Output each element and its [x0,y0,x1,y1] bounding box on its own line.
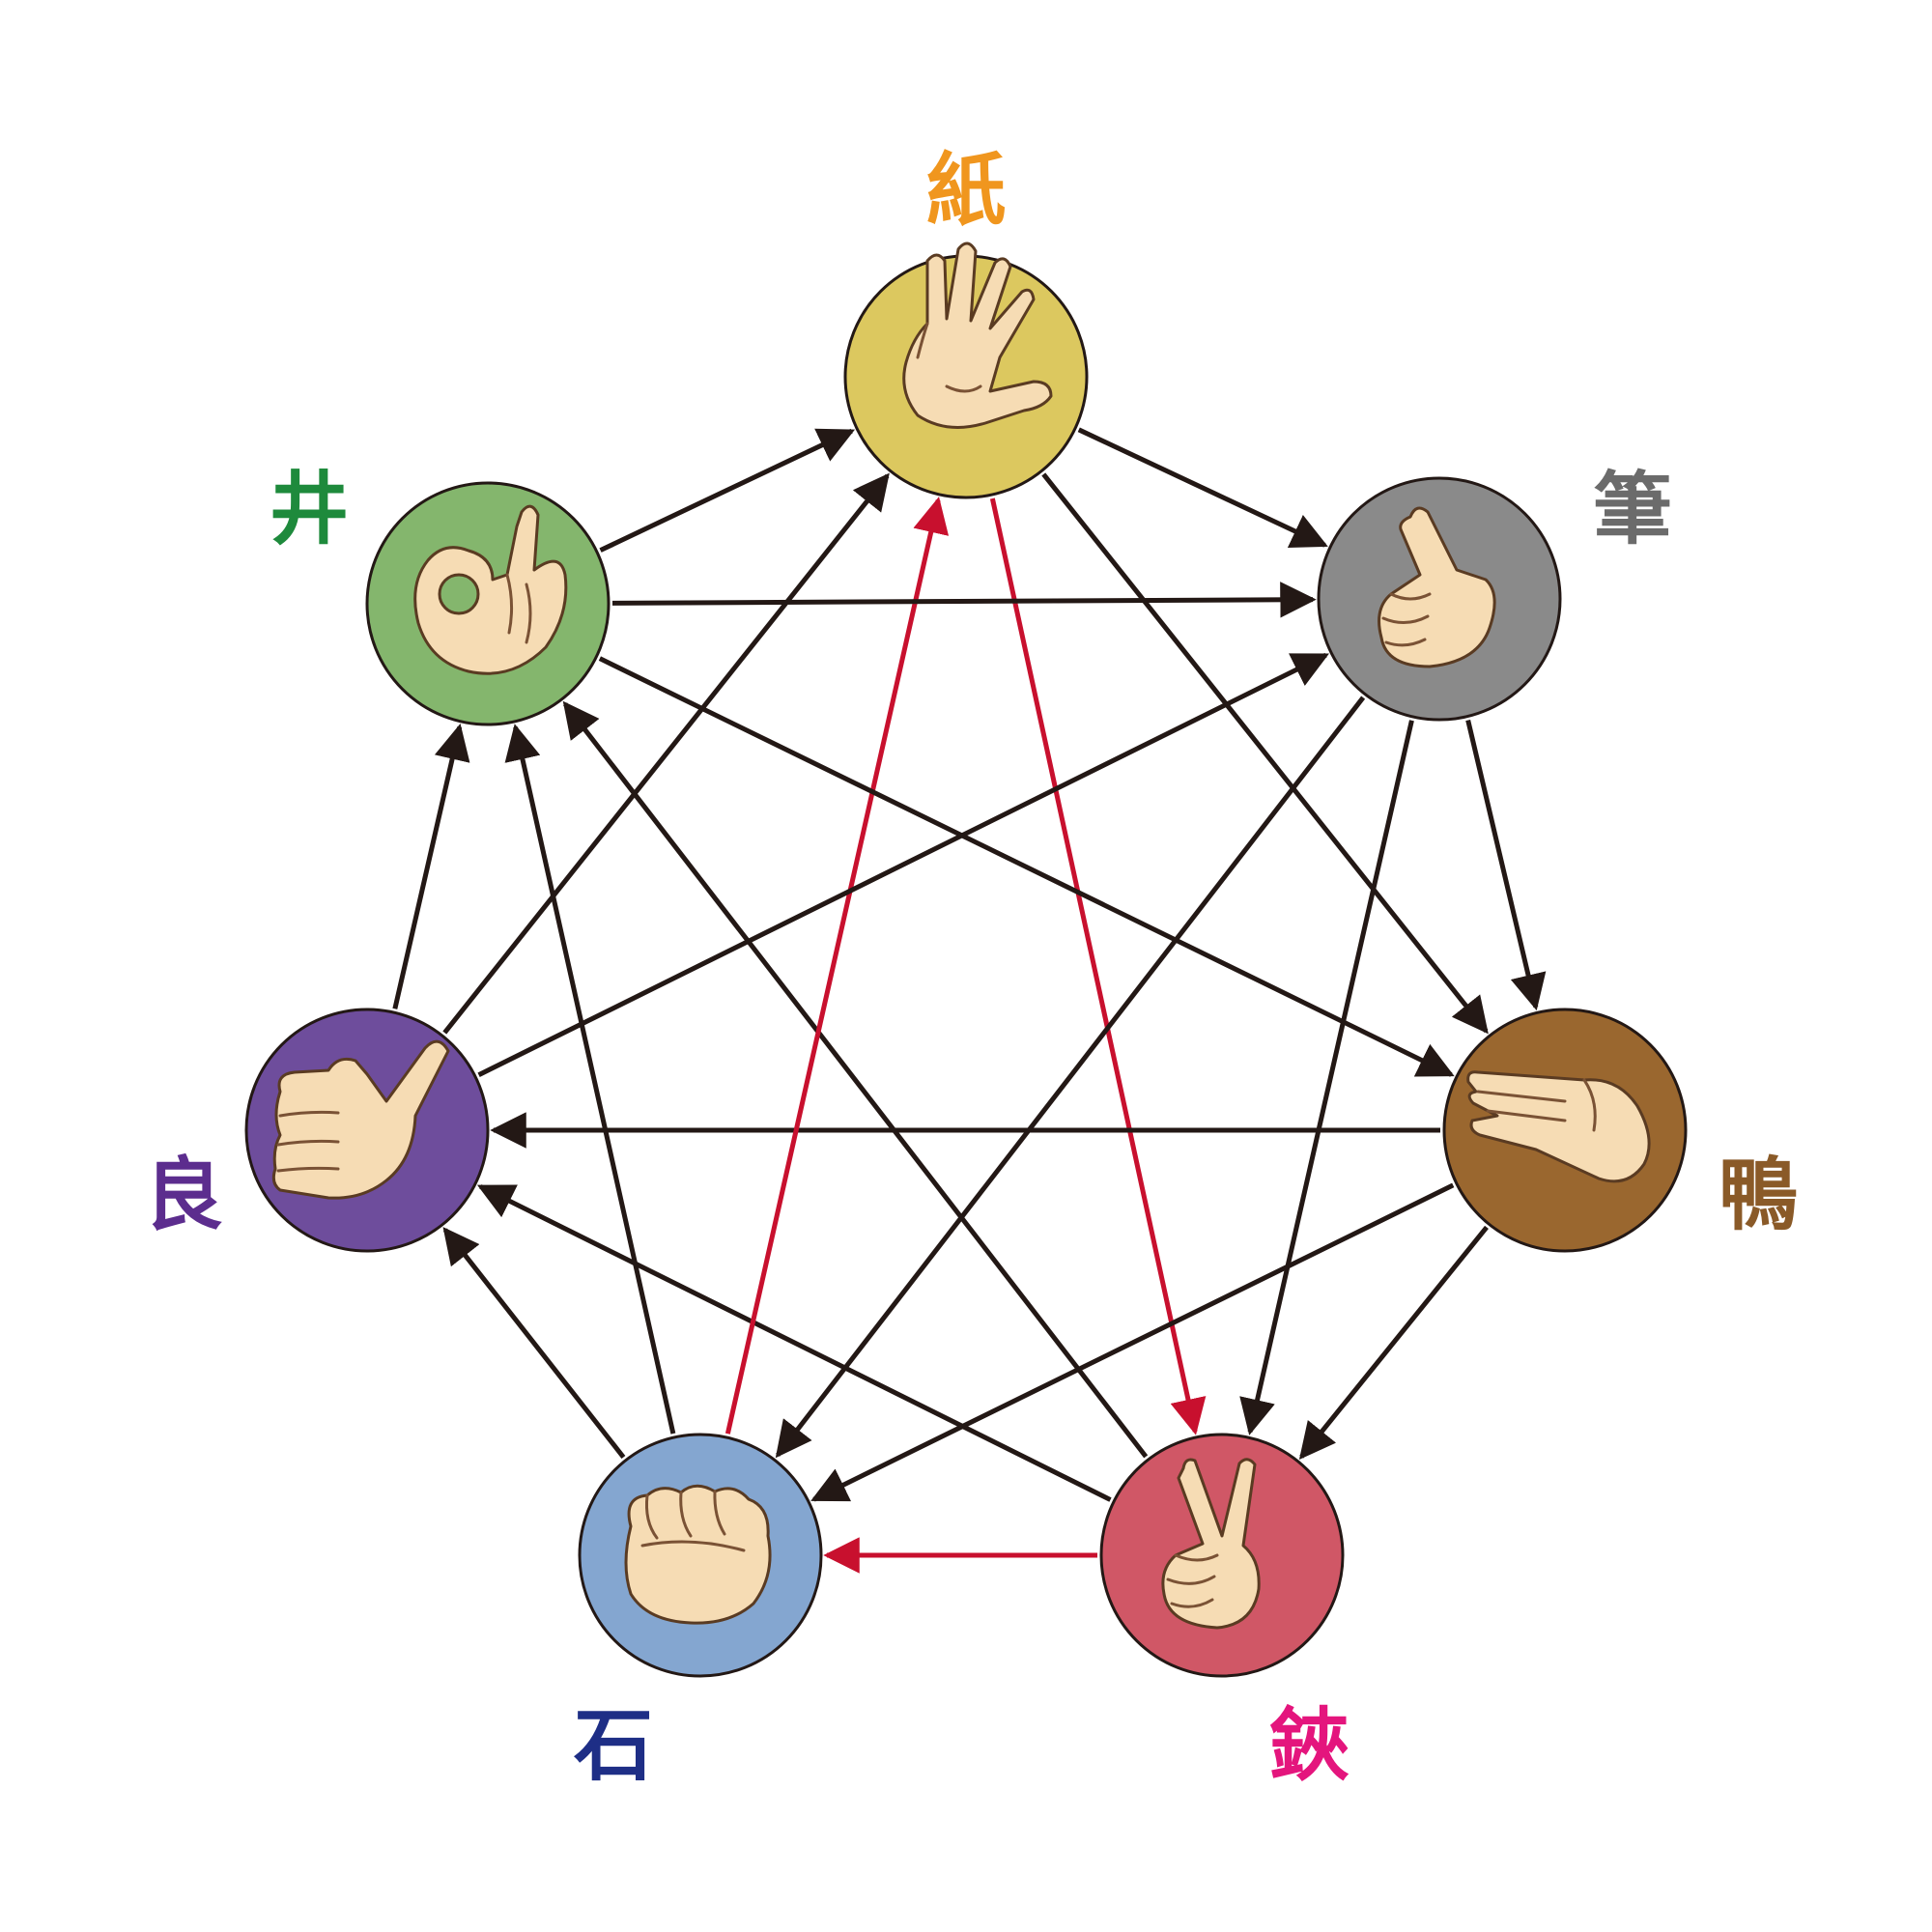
thumbs-up-hand-icon [271,1039,450,1200]
label-pencil: 筆 [1593,464,1672,555]
edge-rock-to-paper [724,497,950,1435]
node-good[interactable] [244,1008,490,1253]
edge-good-to-pencil [477,652,1329,1077]
node-paper[interactable] [843,242,1089,499]
node-pencil[interactable] [1317,476,1562,722]
node-rock[interactable] [578,1433,823,1678]
edge-paper-to-pencil [1077,427,1328,548]
edge-duck-to-scissors [1298,1225,1489,1460]
label-good: 良 [144,1150,223,1241]
index-finger-point-hand-icon [1378,506,1496,668]
edge-pencil-to-duck [1465,719,1547,1011]
edge-well-to-pencil [611,582,1317,618]
edges-layer [392,427,1547,1574]
edge-good-to-paper [442,472,890,1035]
fist-hand-icon [624,1484,772,1625]
label-duck: 鴨 [1719,1150,1798,1241]
edge-paper-to-duck [1041,472,1489,1035]
edge-duck-to-rock [810,1182,1455,1502]
node-well[interactable] [365,481,611,726]
edge-good-to-well [392,724,470,1009]
label-scissors: 鋏 [1269,1700,1350,1792]
edge-pencil-to-rock [775,696,1366,1459]
edge-scissors-to-good [476,1184,1112,1502]
edge-pencil-to-scissors [1239,720,1414,1435]
label-well: 井 [270,464,349,555]
open-palm-hand-icon [902,242,1053,429]
v-sign-hand-icon [1161,1458,1261,1630]
edge-rock-to-well [504,724,676,1435]
label-rock: 石 [574,1700,653,1792]
ok-sign-hand-icon [413,504,568,675]
edge-well-to-duck [598,656,1455,1077]
node-scissors[interactable] [1099,1433,1345,1678]
edge-well-to-paper [599,428,856,553]
node-duck[interactable] [1442,1008,1688,1253]
edge-scissors-to-well [562,700,1149,1459]
edge-rock-to-good [442,1227,626,1460]
label-paper: 紙 [926,145,1006,237]
edge-paper-to-scissors [989,497,1207,1435]
flat-hand-icon [1466,1070,1651,1183]
